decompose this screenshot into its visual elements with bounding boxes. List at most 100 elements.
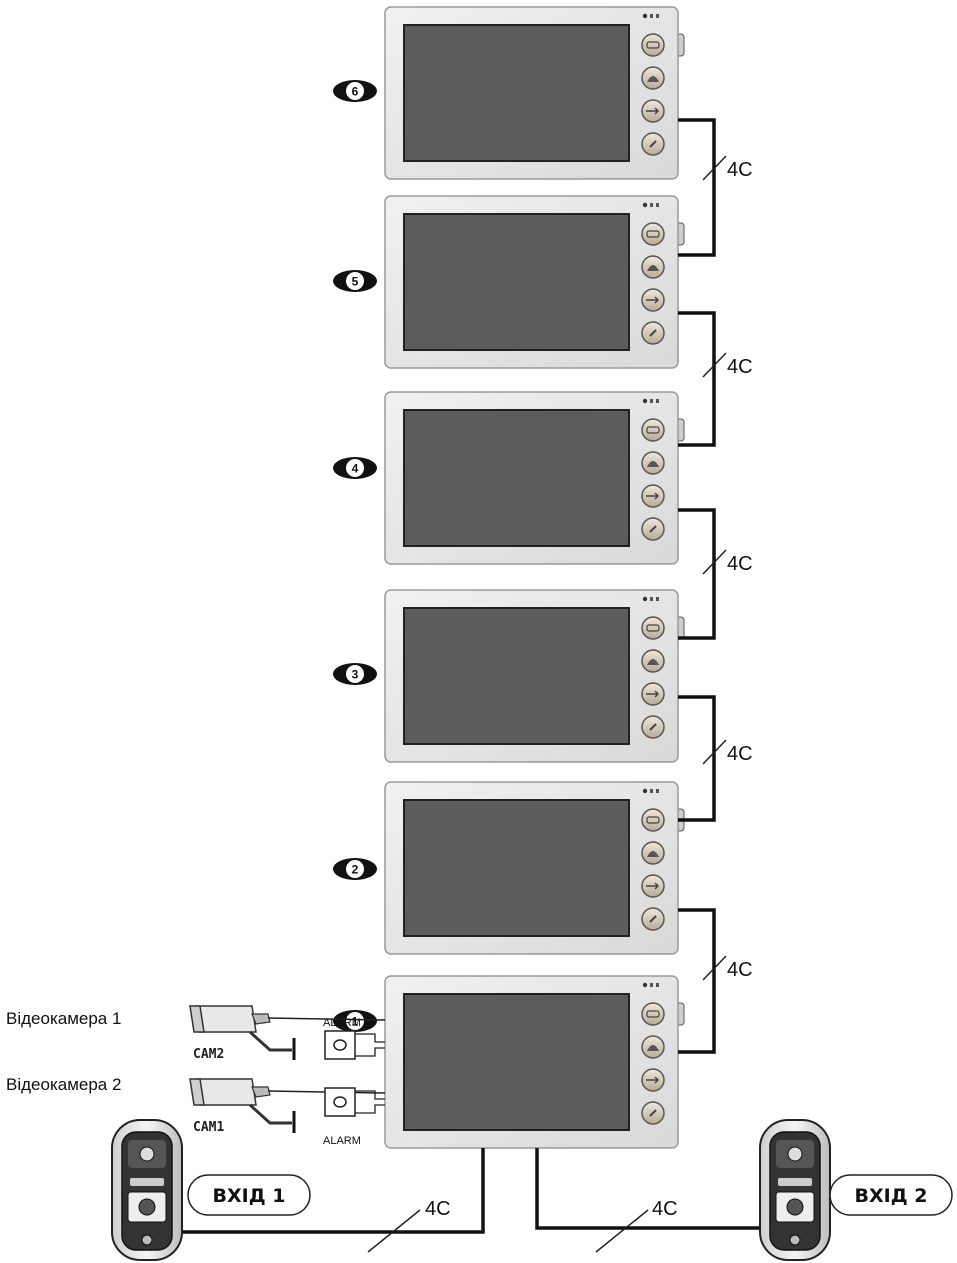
indicator-mark-icon <box>656 399 659 403</box>
entrance-1-badge: ВХІД 1 <box>187 1174 311 1216</box>
wires-layer: 4C 4C 4C 4C 4C 4C 4C <box>180 118 762 1253</box>
monitor-1: 1 <box>333 975 685 1149</box>
monitor-number: 4 <box>352 462 359 476</box>
cable-label: 4C <box>727 356 753 378</box>
button-menu-icon <box>641 33 665 57</box>
camera-icon <box>189 1005 296 1060</box>
entrance-2-wire <box>535 1148 762 1230</box>
monitor-4: 4 <box>333 391 685 565</box>
camera-label: Відеокамера 1 <box>6 1009 121 1028</box>
monitor-screen <box>403 409 630 547</box>
entrance-label: ВХІД 2 <box>855 1185 928 1207</box>
monitor-3: 3 <box>333 589 685 763</box>
cable-tick <box>702 955 727 981</box>
button-intercom-icon <box>641 255 665 279</box>
indicator-mark-icon <box>650 399 653 403</box>
camera-tag: CAM2 <box>193 1047 224 1062</box>
button-unlock-icon <box>641 484 665 508</box>
alarm-label: ALARM <box>323 1135 361 1147</box>
indicator-mark-icon <box>656 597 659 601</box>
button-power-icon <box>641 321 665 345</box>
indicator-mark-icon <box>650 597 653 601</box>
button-intercom-icon <box>641 1035 665 1059</box>
indicator-mark-icon <box>650 789 653 793</box>
camera-label: Відеокамера 2 <box>6 1075 121 1094</box>
indicator-led-icon <box>642 788 648 794</box>
indicator-led-icon <box>642 202 648 208</box>
indicator-mark-icon <box>656 14 659 18</box>
monitor-screen <box>403 213 630 351</box>
monitor-number: 3 <box>352 668 359 682</box>
monitor-screen <box>403 993 630 1131</box>
bus-wire <box>678 908 716 1054</box>
button-power-icon <box>641 132 665 156</box>
camera-icon <box>189 1078 296 1133</box>
monitor-number: 5 <box>352 275 359 289</box>
monitor-number: 6 <box>352 85 359 99</box>
indicator-mark-icon <box>650 983 653 987</box>
monitor-6: 6 <box>333 6 685 180</box>
cable-label: 4C <box>727 959 753 981</box>
bus-wire <box>678 311 716 447</box>
alarm-2: ALARM <box>323 1087 385 1147</box>
button-power-icon <box>641 907 665 931</box>
monitor-number-badge: 3 <box>333 663 377 685</box>
indicator-led-icon <box>642 982 648 988</box>
indicator-led-icon <box>642 13 648 19</box>
button-unlock-icon <box>641 1068 665 1092</box>
door-station-icon <box>759 1119 831 1261</box>
monitor-number-badge: 6 <box>333 80 377 102</box>
cable-label: 4C <box>727 553 753 575</box>
button-power-icon <box>641 715 665 739</box>
button-power-icon <box>641 517 665 541</box>
cable-label: 4C <box>727 159 753 181</box>
indicator-mark-icon <box>656 203 659 207</box>
button-intercom-icon <box>641 66 665 90</box>
button-unlock-icon <box>641 288 665 312</box>
cable-tick <box>702 739 727 765</box>
alarm-icon <box>324 1030 356 1060</box>
entrance-2-badge: ВХІД 2 <box>829 1174 953 1216</box>
cable-tick <box>367 1209 421 1253</box>
door-station-1: ВХІД 1 <box>111 1119 311 1261</box>
monitor-number: 1 <box>352 1015 359 1029</box>
camera-tag: CAM1 <box>193 1120 224 1135</box>
cable-label: 4C <box>652 1198 678 1220</box>
cable-tick <box>702 549 727 575</box>
monitor-number-badge: 1 <box>333 1010 377 1032</box>
indicator-mark-icon <box>650 14 653 18</box>
camera-2: CAM1 Відеокамера 2 <box>6 1075 386 1135</box>
cable-tick <box>702 352 727 378</box>
bus-wire <box>678 508 716 640</box>
button-menu-icon <box>641 808 665 832</box>
button-intercom-icon <box>641 841 665 865</box>
entrance-label: ВХІД 1 <box>213 1185 286 1207</box>
door-station-icon <box>111 1119 183 1261</box>
camera-1: CAM2 Відеокамера 1 <box>6 1005 386 1062</box>
alarm-icon <box>324 1087 356 1117</box>
cable-label: 4C <box>727 743 753 765</box>
monitor-number-badge: 5 <box>333 270 377 292</box>
entrance-1-wire <box>180 1148 485 1234</box>
button-unlock-icon <box>641 874 665 898</box>
cable-tick <box>702 155 727 181</box>
cable-label: 4C <box>425 1198 451 1220</box>
cable-tick <box>595 1209 649 1253</box>
alarm-label: ALARM <box>323 1017 361 1029</box>
indicator-led-icon <box>642 398 648 404</box>
monitor-5: 5 <box>333 195 685 369</box>
button-menu-icon <box>641 616 665 640</box>
monitor-screen <box>403 24 630 162</box>
indicator-led-icon <box>642 596 648 602</box>
indicator-mark-icon <box>656 983 659 987</box>
monitor-2: 2 <box>333 781 685 955</box>
monitor-screen <box>403 799 630 937</box>
peripherals-layer: CAM2 Відеокамера 1 CAM1 Відеокамера 2 ALARM A… <box>6 1005 953 1261</box>
button-menu-icon <box>641 418 665 442</box>
monitor-number-badge: 4 <box>333 457 377 479</box>
button-intercom-icon <box>641 451 665 475</box>
monitors-layer: 1 2 3 4 5 6 <box>333 6 685 1149</box>
bus-wire <box>678 118 716 257</box>
monitor-number-badge: 2 <box>333 858 377 880</box>
